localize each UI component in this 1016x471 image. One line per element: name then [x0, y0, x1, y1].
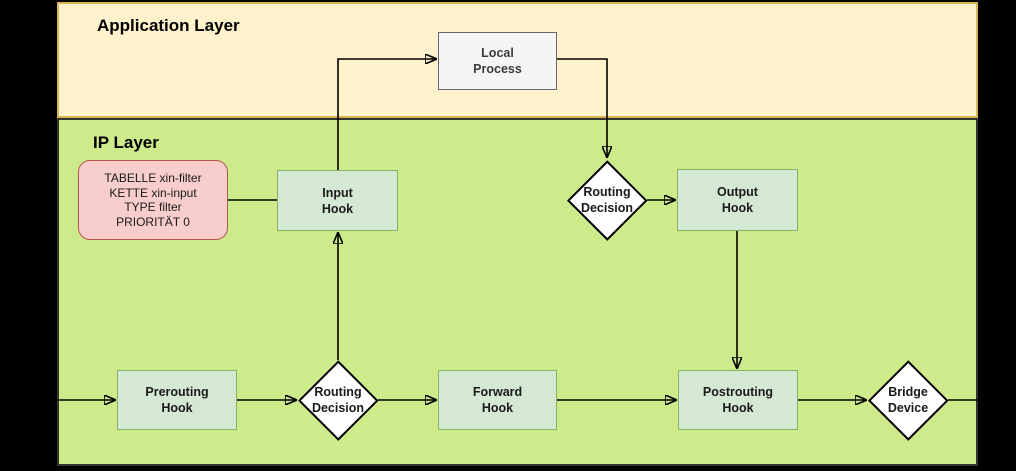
node-local-process-label: Local Process — [473, 46, 522, 76]
note-text: TABELLE xin-filter KETTE xin-input TYPE … — [104, 171, 202, 229]
node-forward-hook-label: Forward Hook — [472, 385, 523, 415]
node-bridge-device[interactable]: Bridge Device — [867, 359, 949, 441]
node-postrouting-hook[interactable]: Postrouting Hook — [678, 370, 798, 430]
node-routing-decision-bottom[interactable]: Routing Decision — [297, 359, 379, 441]
node-local-process[interactable]: Local Process — [438, 32, 557, 90]
note-table-xin-filter[interactable]: TABELLE xin-filter KETTE xin-input TYPE … — [78, 160, 228, 240]
node-routing-decision-top[interactable]: Routing Decision — [566, 159, 648, 241]
node-forward-hook[interactable]: Forward Hook — [438, 370, 557, 430]
application-layer-title: Application Layer — [97, 16, 240, 35]
node-routing-decision-top-label: Routing Decision — [580, 185, 634, 215]
node-prerouting-hook-label: Prerouting Hook — [145, 385, 209, 415]
node-output-hook-label: Output Hook — [717, 185, 758, 215]
ip-layer-title: IP Layer — [93, 133, 159, 152]
node-output-hook[interactable]: Output Hook — [677, 169, 798, 231]
node-input-hook[interactable]: Input Hook — [277, 170, 398, 231]
application-layer-container: Application Layer — [57, 2, 978, 118]
node-prerouting-hook[interactable]: Prerouting Hook — [117, 370, 237, 430]
node-routing-decision-bottom-label: Routing Decision — [311, 385, 365, 415]
node-input-hook-label: Input Hook — [321, 185, 354, 216]
node-bridge-device-label: Bridge Device — [887, 385, 929, 415]
node-postrouting-hook-label: Postrouting Hook — [702, 385, 774, 415]
